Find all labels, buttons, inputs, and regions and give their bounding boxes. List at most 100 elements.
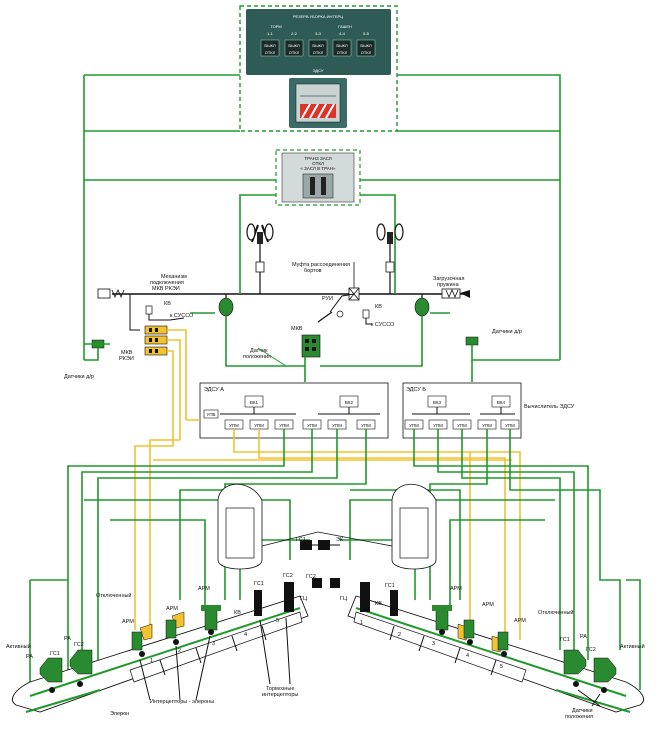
upm-cell: УПМ	[457, 423, 467, 428]
panel-wiring	[83, 74, 561, 360]
actuator-icon	[284, 582, 294, 612]
vk4-label: ВК4	[497, 400, 506, 405]
upm-cell: УПМ	[279, 423, 289, 428]
label-gs1-center: ГС1	[296, 537, 306, 543]
label-interceptor: Интерцепторы - элероны	[150, 699, 214, 705]
num-left: 1	[150, 658, 153, 664]
label-arm-right: АРМ	[482, 602, 494, 608]
switch-bottom: ОТКЛ	[361, 50, 372, 55]
actuator-icon	[69, 649, 93, 675]
num-right: 2	[398, 632, 401, 638]
label-k-susso-right: к СУССО	[371, 322, 395, 328]
actuator-icon	[139, 623, 153, 641]
num-left: 5	[276, 618, 279, 624]
toggle-switch-icon[interactable]	[310, 177, 315, 195]
switch-bottom: ОТКЛ	[337, 50, 348, 55]
sensor-icon	[414, 297, 430, 317]
label-gs-mid-left: ГС2	[283, 573, 293, 579]
label-gs2-right: ГС2	[586, 647, 596, 653]
control-column-icon	[376, 223, 386, 241]
actuator-icon	[39, 657, 63, 683]
label-gs2-center: ГС2	[306, 574, 316, 580]
panel-switches: 1-1 2-2 3-3 4-4 5-5 ВЫКЛ ВЫКЛ ВЫКЛ ВЫКЛ …	[260, 31, 376, 57]
switch-button[interactable]	[284, 39, 304, 57]
small-panel-line1: ТРАНЗ ЗАСЛ	[304, 156, 331, 161]
upm-cell: УПМ	[505, 423, 515, 428]
actuator-icon	[254, 590, 262, 616]
label-ra-left-2: РА	[26, 654, 33, 660]
label-kv-bottom-right: КВ	[375, 601, 382, 607]
label-kv-top: КВ	[164, 301, 171, 307]
label-gs-mid-left: ГС1	[254, 581, 264, 587]
wing-actuators	[39, 540, 617, 693]
label-arm: АРМ	[198, 586, 210, 592]
label-aktivny-left: Активный	[6, 643, 31, 650]
control-linkage	[97, 223, 470, 331]
actuator-icon	[563, 649, 587, 675]
label-arm: АРМ	[166, 606, 178, 612]
ups-label: УПБ	[206, 412, 215, 417]
sensor-icon	[465, 336, 479, 346]
switch-button[interactable]	[308, 39, 328, 57]
control-column-icon	[246, 223, 256, 241]
label-dat-dr-right: Датчики д/р	[492, 329, 522, 335]
num-right: 4	[466, 653, 469, 659]
label-vychisl: Вычислитель ЭДСУ	[524, 404, 575, 410]
col-label: 3-3	[315, 31, 322, 36]
switch-button[interactable]	[356, 39, 376, 57]
label-arm-right: АРМ	[450, 586, 462, 592]
col-label: 1-1	[267, 31, 274, 36]
toggle-switch-icon[interactable]	[321, 177, 326, 195]
edsu-b-title: ЭДСУ Б	[406, 387, 426, 393]
num-left: 2	[178, 648, 181, 654]
small-panel-line3: « ЗАСЛ В ТРАН»	[300, 166, 336, 171]
switch-button[interactable]	[332, 39, 352, 57]
aircraft-wing-icon	[12, 483, 644, 713]
label-gs1-right: ГС1	[560, 637, 570, 643]
label-gc-left: ГЦ	[300, 596, 307, 602]
actuator-icon	[360, 582, 370, 612]
label-mkv-mid: МКВ	[291, 326, 303, 332]
actuator-icon	[301, 334, 321, 358]
label-arm: АРМ	[122, 619, 134, 625]
label-arm-right: АРМ	[514, 618, 526, 624]
num-right: 1	[360, 620, 363, 626]
label-gs2-left: ГС2	[74, 642, 84, 648]
lower-wiring	[29, 419, 641, 690]
upm-cell: УПМ	[433, 423, 443, 428]
actuator-icon	[204, 607, 218, 631]
control-panel-top: РЕЗЕРВ УБОРКА ИНТЕРЦ ТОРМ ГАШЕН 1-1 2-2 …	[239, 5, 398, 132]
upm-cell: УПМ	[229, 423, 239, 428]
switch-top: ВЫКЛ	[360, 43, 372, 48]
upm-cell: УПМ	[254, 423, 264, 428]
vk3-label: ВК3	[433, 400, 442, 405]
upm-cell: УПМ	[482, 423, 492, 428]
label-rui: РУИ	[322, 296, 333, 302]
label-eleron: Элерон	[110, 711, 129, 717]
vk1-label: ВК1	[250, 400, 259, 405]
upper-wiring	[84, 240, 560, 446]
label-gs1-right-mid: ГС1	[385, 583, 395, 589]
num-right: 5	[500, 664, 503, 670]
num-right: 3	[432, 641, 435, 647]
switch-bottom: ОТКЛ	[265, 50, 276, 55]
upm-cell: УПМ	[409, 423, 419, 428]
switch-bottom: ОТКЛ	[289, 50, 300, 55]
label-ra-right: РА	[580, 634, 587, 640]
upm-cell: УПМ	[332, 423, 342, 428]
panel-title: РЕЗЕРВ УБОРКА ИНТЕРЦ	[293, 14, 343, 19]
actuator-icon	[390, 590, 398, 616]
upm-cell: УПМ	[307, 423, 317, 428]
col-label: 2-2	[291, 31, 298, 36]
switch-button[interactable]	[260, 39, 280, 57]
label-gs1-left: ГС1	[50, 651, 60, 657]
switch-bottom: ОТКЛ	[313, 50, 324, 55]
label-gc-right: ГЦ	[340, 596, 347, 602]
